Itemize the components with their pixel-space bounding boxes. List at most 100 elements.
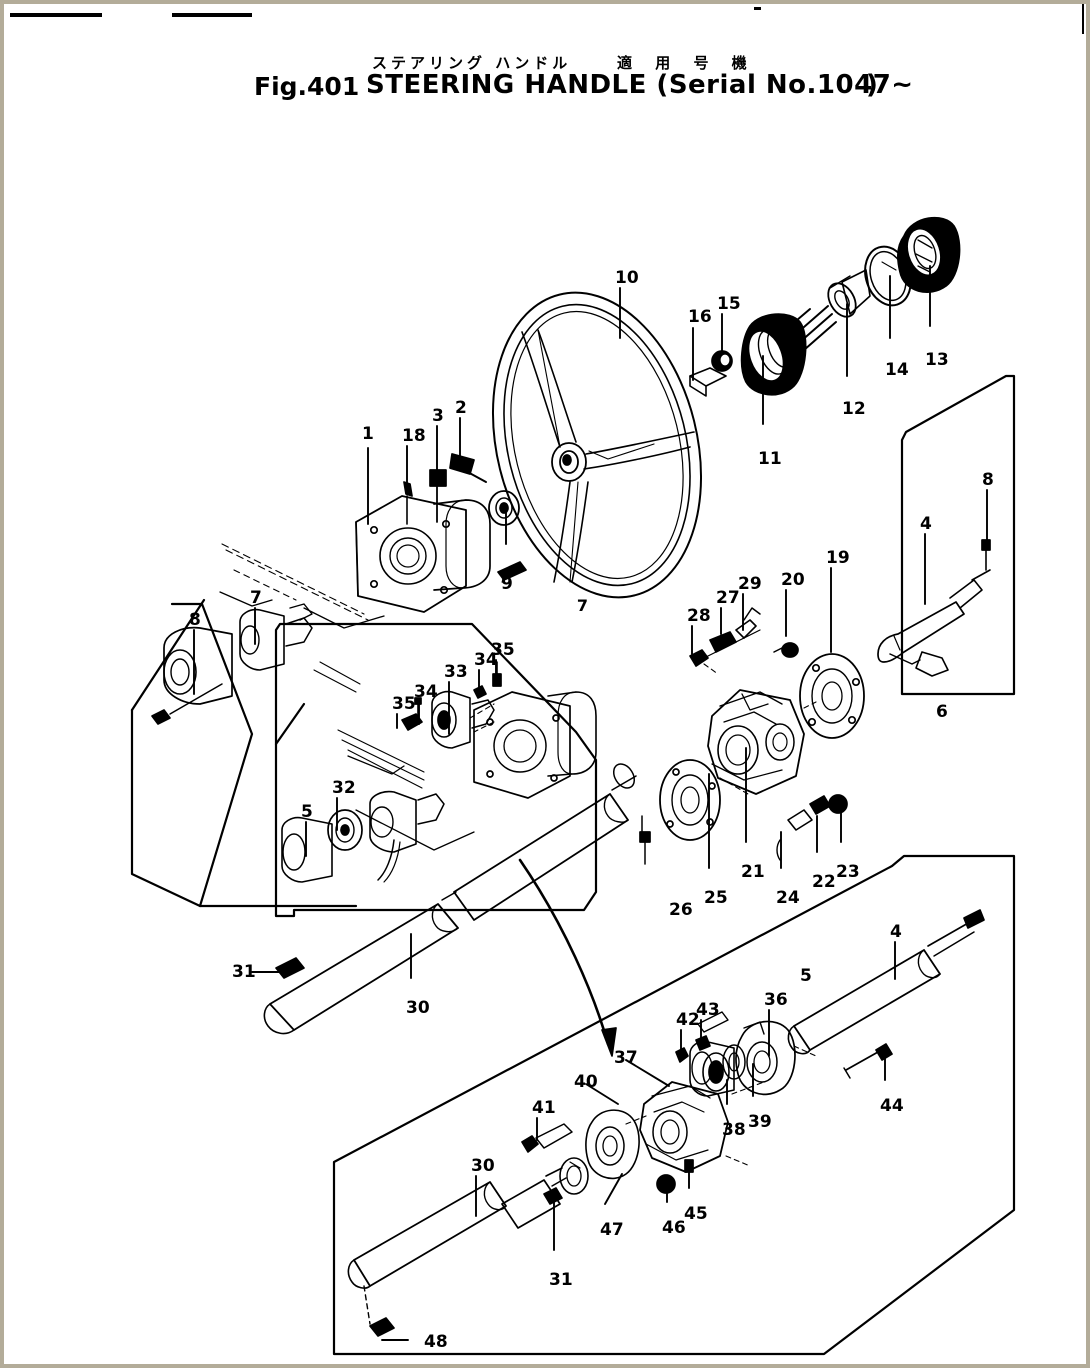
callout-number-31b: 31 [549, 1270, 573, 1290]
part-18-screw [403, 481, 413, 525]
part-48-pin [363, 1285, 395, 1337]
part-7-bolt-upper [497, 561, 527, 583]
callout-number-26: 26 [669, 900, 693, 920]
callout-number-4: 4 [920, 514, 932, 534]
callout-number-18: 18 [402, 426, 426, 446]
part-30-tube-lower-b [501, 1167, 567, 1229]
part-15-nut [711, 350, 733, 372]
callout-number-2: 2 [455, 398, 467, 418]
part-31-pin-lower [543, 1187, 563, 1205]
part-8-bushing [163, 626, 233, 705]
part-21-universal-joint [707, 689, 805, 795]
part-5-collar-inset [281, 816, 333, 883]
panel-upper-left [130, 602, 254, 908]
callout-number-36: 36 [764, 990, 788, 1010]
part-47-washer [559, 1157, 589, 1195]
part-31-pin-upper [275, 957, 305, 979]
callout-number-27: 27 [716, 588, 740, 608]
page-title: STEERING HANDLE (Serial No.1047~ [366, 70, 914, 100]
part-8-screw-right [981, 539, 991, 571]
callout-number-28: 28 [687, 606, 711, 626]
callout-number-47: 47 [600, 1220, 624, 1240]
part-3-bolt [429, 469, 447, 523]
japanese-title: ステアリング ハンドル [372, 54, 572, 72]
part-22-23-24-fittings [776, 794, 848, 861]
reference-arrow [518, 858, 610, 1046]
part-11-boot [740, 313, 807, 396]
callout-number-37: 37 [614, 1048, 638, 1068]
part-27-28-29-fittings [689, 607, 761, 667]
part-34-35-fasteners-right [473, 661, 502, 699]
callout-number-48: 48 [424, 1332, 448, 1352]
panel-right [900, 374, 1016, 696]
part-7-bolt-inset [151, 683, 223, 725]
panel-lower-right [332, 854, 1016, 1356]
part-34-35-fasteners-left [401, 697, 423, 731]
part-30-tube-lower-a [347, 1181, 507, 1289]
part-30-tube-upper [263, 891, 459, 1035]
callout-number-40: 40 [574, 1072, 598, 1092]
callout-number-7b: 7 [573, 596, 592, 613]
part-6-coupler-right [889, 651, 949, 677]
part-1-bracket [355, 495, 491, 613]
part-6-coupler-inset [239, 603, 313, 671]
callout-number-30b: 30 [471, 1156, 495, 1176]
registration-tick-mid [172, 13, 252, 17]
part-45-46-fasteners [656, 1159, 694, 1194]
callout-number-16: 16 [688, 307, 712, 327]
callout-number-15: 15 [717, 294, 741, 314]
title-block: Fig.401 ステアリング ハンドル 適 用 号 機 STEERING HAN… [254, 50, 954, 112]
callout-number-23: 23 [836, 862, 860, 882]
callout-number-33: 33 [444, 662, 468, 682]
part-26-screw [639, 815, 651, 865]
callout-number-19: 19 [826, 548, 850, 568]
callout-number-14: 14 [885, 360, 909, 380]
title-closing-paren: ) [866, 70, 878, 100]
leader-line-37 [625, 1059, 670, 1087]
part-13-nut [897, 216, 961, 293]
callout-number-44: 44 [880, 1096, 904, 1116]
callout-number-22: 22 [812, 872, 836, 892]
callout-number-32: 32 [332, 778, 356, 798]
callout-number-45: 45 [684, 1204, 708, 1224]
part-2-bolt [449, 453, 487, 483]
callout-number-34: 34 [414, 682, 438, 702]
callout-number-35: 35 [392, 694, 416, 714]
leader-line-40 [585, 1083, 619, 1105]
callout-number-13: 13 [925, 350, 949, 370]
part-1-bracket-inset [473, 691, 597, 799]
callout-number-38: 38 [722, 1120, 746, 1140]
callout-number-46: 46 [662, 1218, 686, 1238]
steering-wheel [491, 291, 703, 599]
callout-number-25: 25 [704, 888, 728, 908]
part-9-bearing [488, 490, 520, 526]
part-36-yoke [735, 1020, 796, 1096]
callout-number-42: 42 [676, 1010, 700, 1030]
callout-leader-lines [193, 265, 988, 1341]
part-19-flange [799, 653, 865, 739]
callout-number-3: 3 [432, 406, 444, 426]
exploded-diagram-artwork [130, 216, 1016, 1356]
callout-number-4b: 4 [890, 922, 902, 942]
part-16-key [689, 367, 727, 397]
part-30-tube-mid [453, 763, 637, 921]
part-25-flange [659, 759, 721, 841]
callout-number-5b: 5 [800, 966, 812, 986]
registration-tick-left [10, 13, 102, 17]
callout-number-9: 9 [501, 574, 513, 594]
callout-number-10: 10 [615, 268, 639, 288]
part-joint-inset [369, 790, 445, 883]
leader-line-47 [604, 1173, 623, 1205]
callout-number-5: 5 [301, 802, 313, 822]
callout-number-1: 1 [362, 424, 374, 444]
callout-number-6: 6 [936, 702, 948, 722]
figure-number: Fig.401 [254, 72, 360, 101]
panel-center [274, 622, 598, 918]
callout-number-20: 20 [781, 570, 805, 590]
part-44-bolt [843, 1043, 893, 1079]
callout-number-8b: 8 [982, 470, 994, 490]
callout-number-12: 12 [842, 399, 866, 419]
callout-number-24: 24 [776, 888, 800, 908]
japanese-paren-title: 適 用 号 機 [617, 54, 756, 72]
callout-number-30: 30 [406, 998, 430, 1018]
